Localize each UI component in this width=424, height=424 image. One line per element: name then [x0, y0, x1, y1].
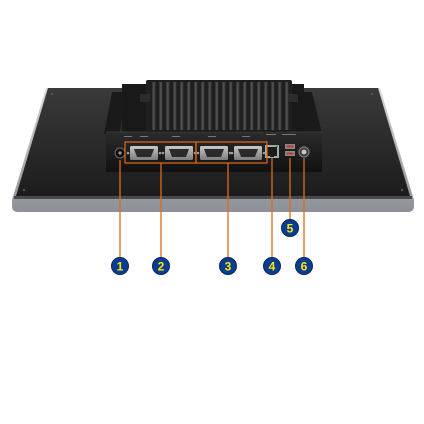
heatsink-fin [250, 82, 254, 130]
heatsink-fin [278, 82, 282, 130]
callout-number: 4 [269, 260, 276, 274]
callout-number: 1 [117, 260, 124, 274]
heatsink-fin [236, 82, 240, 130]
leader-lines [119, 158, 305, 258]
highlight-box-com-2 [195, 141, 268, 164]
heatsink-fin [215, 82, 219, 130]
db9-serial-port-icon [161, 146, 197, 160]
heatsink-fin [166, 82, 170, 130]
heatsink-fin [271, 82, 275, 130]
heatsink-mount [140, 94, 150, 102]
heatsink-fin [152, 82, 156, 130]
callout-5: 5 [281, 219, 299, 237]
heatsink-fin [208, 82, 212, 130]
heatsink-fin [201, 82, 205, 130]
heatsink-fin [194, 82, 198, 130]
heatsink-fin [229, 82, 233, 130]
db9-serial-port-icon [196, 146, 232, 160]
port-silkscreen [208, 136, 216, 137]
heatsink-fin [285, 82, 289, 130]
heatsink-fin [180, 82, 184, 130]
heatsink-mount [288, 94, 298, 102]
callout-number: 6 [301, 260, 308, 274]
port-silkscreen [266, 134, 276, 135]
callout-1: 1 [111, 257, 129, 275]
callout-2: 2 [152, 257, 170, 275]
callout-number: 5 [287, 222, 294, 236]
dc-power-jack-icon [114, 147, 126, 159]
port-silkscreen [124, 136, 132, 137]
heatsink [140, 80, 298, 132]
heatsink-fin [243, 82, 247, 130]
port-silkscreen [172, 136, 180, 137]
db9-serial-port-icon [230, 146, 266, 160]
panel-screw [50, 92, 54, 96]
heatsink-fin [264, 82, 268, 130]
heatsink-fin [159, 82, 163, 130]
heatsink-fin [173, 82, 177, 130]
heatsink-fin [222, 82, 226, 130]
panel-frame-edge [14, 196, 412, 199]
panel-screw [400, 188, 404, 192]
port-silkscreen [140, 136, 148, 137]
chassis-side-left [104, 92, 126, 134]
callout-number: 2 [158, 260, 165, 274]
callout-4: 4 [263, 257, 281, 275]
port-silkscreen [242, 136, 250, 137]
panel-screw [22, 188, 26, 192]
heatsink-fin [187, 82, 191, 130]
power-button-icon [298, 146, 310, 158]
io-ports [114, 134, 310, 160]
callout-6: 6 [295, 257, 313, 275]
callout-3: 3 [219, 257, 237, 275]
panel-screw [370, 92, 374, 96]
usb-port-icon [285, 144, 295, 156]
db9-serial-port-icon [126, 146, 162, 160]
callout-number: 3 [225, 260, 232, 274]
heatsink-fin [257, 82, 261, 130]
port-silkscreen [282, 134, 296, 135]
